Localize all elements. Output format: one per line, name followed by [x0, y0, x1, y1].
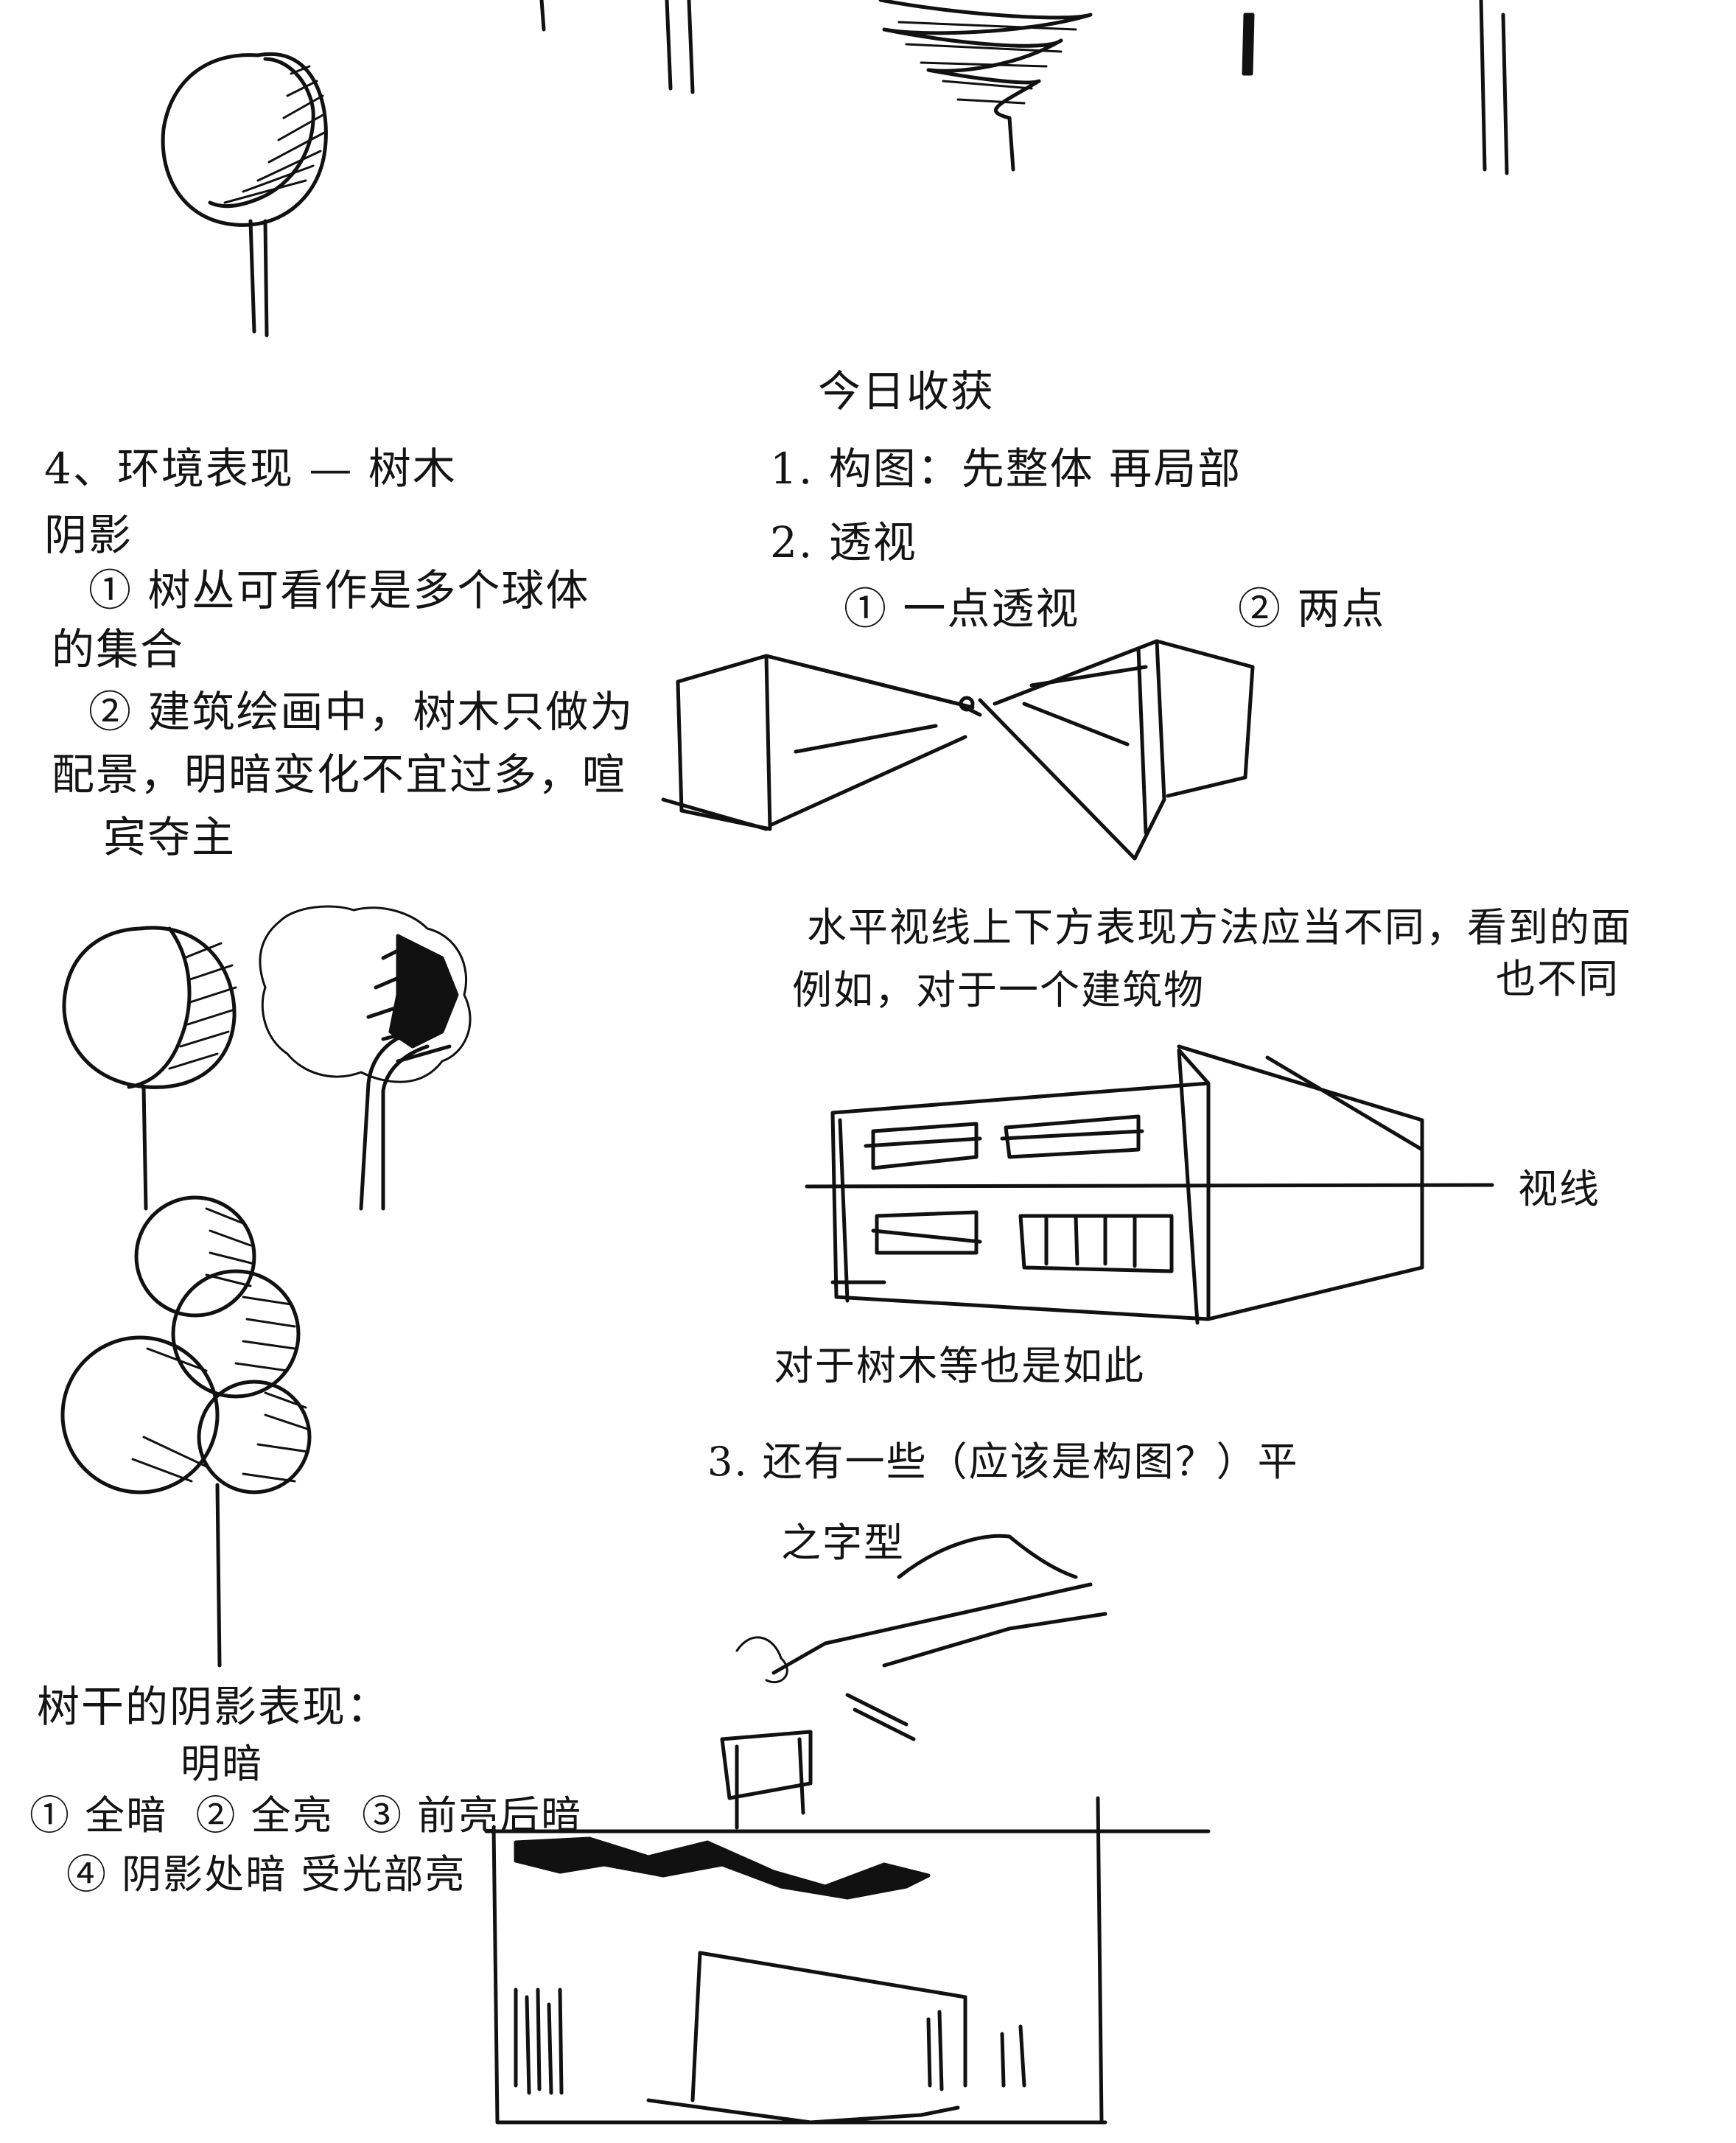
zigzag-label: 之字型 [781, 1520, 905, 1566]
item3-more: 3. 还有一些（应该是构图？）平 [707, 1438, 1299, 1485]
point1-line1: ① 树丛可看作是多个球体 [88, 565, 590, 615]
perspective-box-right-sketch [959, 639, 1255, 861]
section4-title: 4、环境表现 — 树木 [44, 444, 457, 494]
item2-one-point: ① 一点透视 [844, 584, 1080, 634]
item2-perspective: 2. 透视 [770, 517, 917, 567]
trunk-shadow-subtitle: 明暗 [181, 1741, 263, 1787]
trunk-items-line2: ④ 阴影处暗 受光部亮 [66, 1851, 466, 1898]
trunk-items-line1: ① 全暗 ② 全亮 ③ 前亮后暗 [29, 1792, 583, 1839]
trunk-shadow-title: 树干的阴影表现： [37, 1682, 391, 1732]
today-heading: 今日收获 [818, 366, 995, 416]
sightline-note-line1b: 也不同 [1496, 956, 1620, 1002]
building-sightline-sketch [805, 1044, 1494, 1325]
item2-two-point: ② 两点 [1238, 584, 1386, 634]
point1-line2: 的集合 [52, 624, 185, 674]
sightline-label: 视线 [1518, 1166, 1600, 1212]
section4-subtitle: 阴影 [44, 510, 133, 560]
perspective-box-left-sketch [661, 654, 982, 831]
point2-line1: ② 建筑绘画中，树木只做为 [88, 687, 634, 737]
sphere-cluster-tree-sketch [60, 1195, 312, 1668]
point2-line2: 配景，明暗变化不宜过多，喧 [52, 749, 627, 800]
item1-composition: 1. 构图：先整体 再局部 [770, 444, 1242, 494]
sightline-note-line1: 水平视线上下方表现方法应当不同，看到的面 [807, 904, 1632, 951]
sightline-note-line2: 例如，对于一个建筑物 [792, 967, 1205, 1013]
zigzag-landscape-sketch [484, 1534, 1211, 2125]
trees-too-note: 对于树木等也是如此 [774, 1343, 1145, 1389]
leafy-tree-sketch [259, 905, 472, 1211]
sphere-tree-sketch [161, 52, 328, 338]
top-tree-stems-sketch [539, 0, 1509, 175]
shaded-round-tree-sketch [62, 926, 237, 1211]
point2-line3: 宾夺主 [103, 812, 237, 862]
